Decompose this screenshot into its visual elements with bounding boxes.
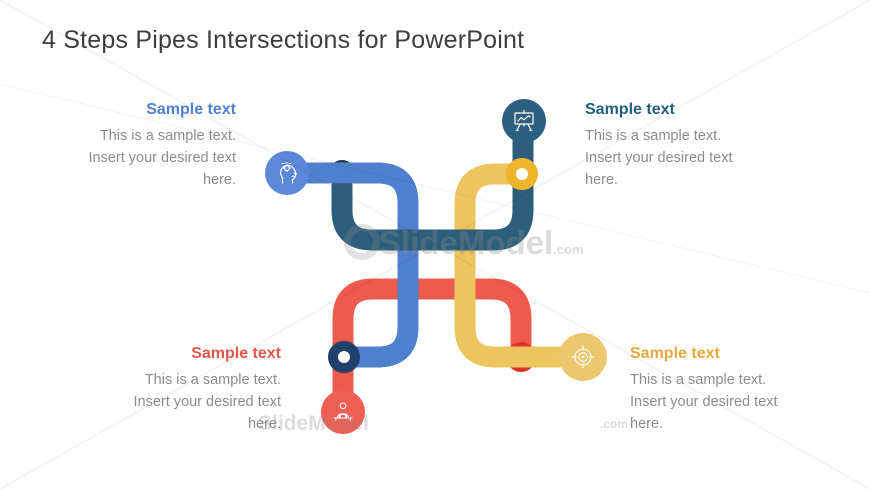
slide-title: 4 Steps Pipes Intersections for PowerPoi…	[42, 26, 525, 54]
step4-heading: Sample text	[630, 345, 720, 362]
step1-body-line2: Insert your desired text	[88, 150, 237, 166]
step1-text-block: Sample text This is a sample text. Inser…	[21, 100, 237, 191]
step4-text-block: Sample text This is a sample text. Inser…	[630, 344, 845, 435]
step1-circle	[265, 151, 309, 195]
step2-body-line2: Insert your desired text	[585, 150, 733, 166]
target-icon	[571, 345, 595, 369]
pipe-teal	[331, 122, 534, 251]
step2-body-line3: here.	[585, 172, 619, 188]
step2-circle	[502, 99, 546, 143]
junction-navy-ring	[328, 341, 360, 373]
step4-body-line1: This is a sample text.	[630, 372, 767, 388]
step3-body-line1: This is a sample text.	[144, 372, 281, 388]
step4-body-line3: here.	[630, 416, 664, 432]
step3-body-line2: Insert your desired text	[133, 394, 282, 410]
pipe-red	[332, 278, 532, 412]
head-gears-icon	[280, 162, 297, 184]
person-desk-icon	[333, 402, 353, 422]
step4-body-line2: Insert your desired text	[630, 394, 778, 410]
step3-heading: Sample text	[191, 345, 281, 362]
step2-heading: Sample text	[585, 101, 675, 118]
step2-body-line1: This is a sample text.	[585, 128, 722, 144]
presentation-chart-icon	[514, 109, 534, 131]
pipe-blue	[287, 162, 419, 368]
step3-body-line3: here.	[247, 416, 281, 432]
step3-text-block: Sample text This is a sample text. Inser…	[66, 344, 282, 435]
step3-circle	[321, 390, 365, 434]
pipe-yellow	[454, 163, 583, 368]
step2-text-block: Sample text This is a sample text. Inser…	[585, 100, 800, 191]
step1-body-line1: This is a sample text.	[99, 128, 236, 144]
junction-gold-ring	[506, 158, 538, 190]
step1-body-line3: here.	[202, 172, 236, 188]
step1-heading: Sample text	[146, 101, 236, 118]
